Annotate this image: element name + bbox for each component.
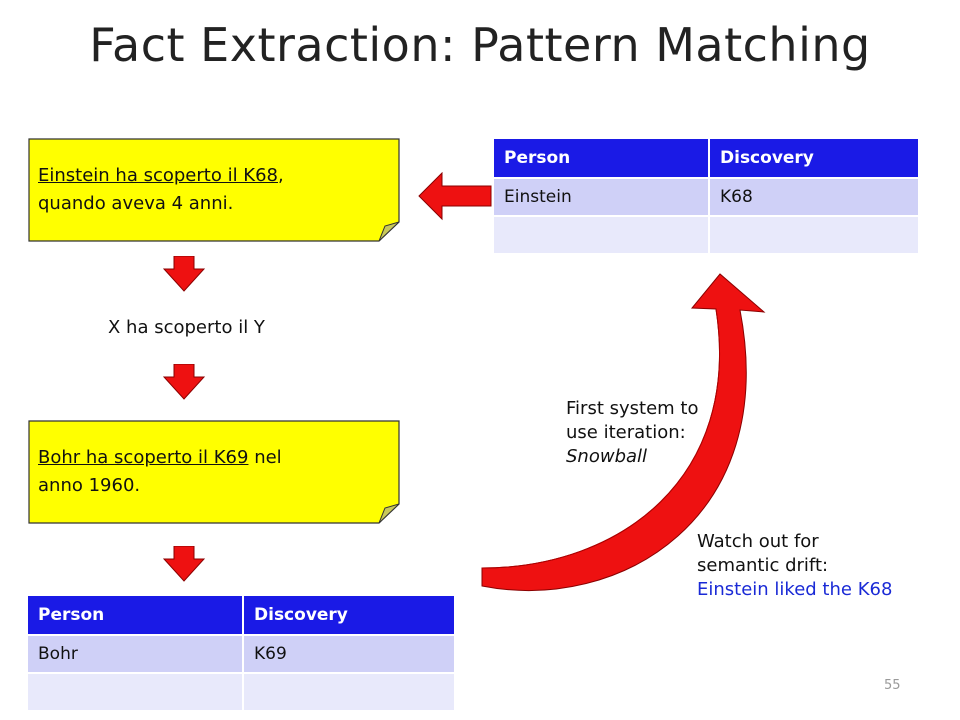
sentence-underlined: Einstein ha scoperto il K68 — [38, 165, 278, 186]
sticky-note-shape — [28, 420, 400, 524]
sticky-note-text: Bohr ha scoperto il K69 nel anno 1960. — [38, 444, 398, 500]
down-arrow-icon — [163, 546, 205, 582]
table-header-row: Person Discovery — [492, 137, 920, 179]
down-arrow-icon — [163, 256, 205, 292]
caption-iteration: First system to use iteration: Snowball — [566, 397, 698, 469]
sentence-line2: quando aveva 4 anni. — [38, 193, 234, 214]
caption-drift-example: Einstein liked the K68 — [697, 579, 893, 600]
table-cell: Einstein — [492, 177, 710, 217]
sentence-underlined: Bohr ha scoperto il K69 — [38, 447, 249, 468]
page-number: 55 — [884, 678, 901, 693]
table-cell — [492, 215, 710, 255]
iteration-curved-arrow-icon — [481, 273, 766, 591]
table-cell — [242, 672, 456, 712]
table-header-row: Person Discovery — [26, 594, 456, 636]
table-row: Bohr K69 — [26, 634, 456, 674]
down-arrow-icon — [163, 364, 205, 400]
table-cell: K69 — [242, 634, 456, 674]
table-cell: Bohr — [26, 634, 244, 674]
table-row — [492, 215, 920, 255]
column-header-discovery: Discovery — [708, 137, 920, 179]
table-row — [26, 672, 456, 712]
table-cell — [26, 672, 244, 712]
column-header-discovery: Discovery — [242, 594, 456, 636]
column-header-person: Person — [26, 594, 244, 636]
table-cell — [708, 215, 920, 255]
sentence-line2: anno 1960. — [38, 475, 141, 496]
caption-system-name: Snowball — [566, 446, 648, 467]
slide-title: Fact Extraction: Pattern Matching — [89, 18, 871, 72]
sentence-rest: , — [278, 165, 284, 186]
extraction-pattern: X ha scoperto il Y — [108, 317, 265, 338]
caption-line: Watch out for — [697, 531, 819, 552]
caption-line: use iteration: — [566, 422, 686, 443]
caption-semantic-drift: Watch out for semantic drift: Einstein l… — [697, 530, 892, 602]
caption-line: First system to — [566, 398, 699, 419]
sentence-rest: nel — [248, 447, 282, 468]
sticky-note-einstein: Einstein ha scoperto il K68, quando avev… — [28, 138, 400, 242]
left-arrow-icon — [418, 172, 492, 221]
table-row: Einstein K68 — [492, 177, 920, 217]
sticky-note-shape — [28, 138, 400, 242]
facts-table-bottom: Person Discovery Bohr K69 — [26, 594, 456, 712]
sticky-note-text: Einstein ha scoperto il K68, quando avev… — [38, 162, 398, 218]
caption-line: semantic drift: — [697, 555, 829, 576]
sticky-note-bohr: Bohr ha scoperto il K69 nel anno 1960. — [28, 420, 400, 524]
column-header-person: Person — [492, 137, 710, 179]
facts-table-top: Person Discovery Einstein K68 — [492, 137, 920, 255]
table-cell: K68 — [708, 177, 920, 217]
